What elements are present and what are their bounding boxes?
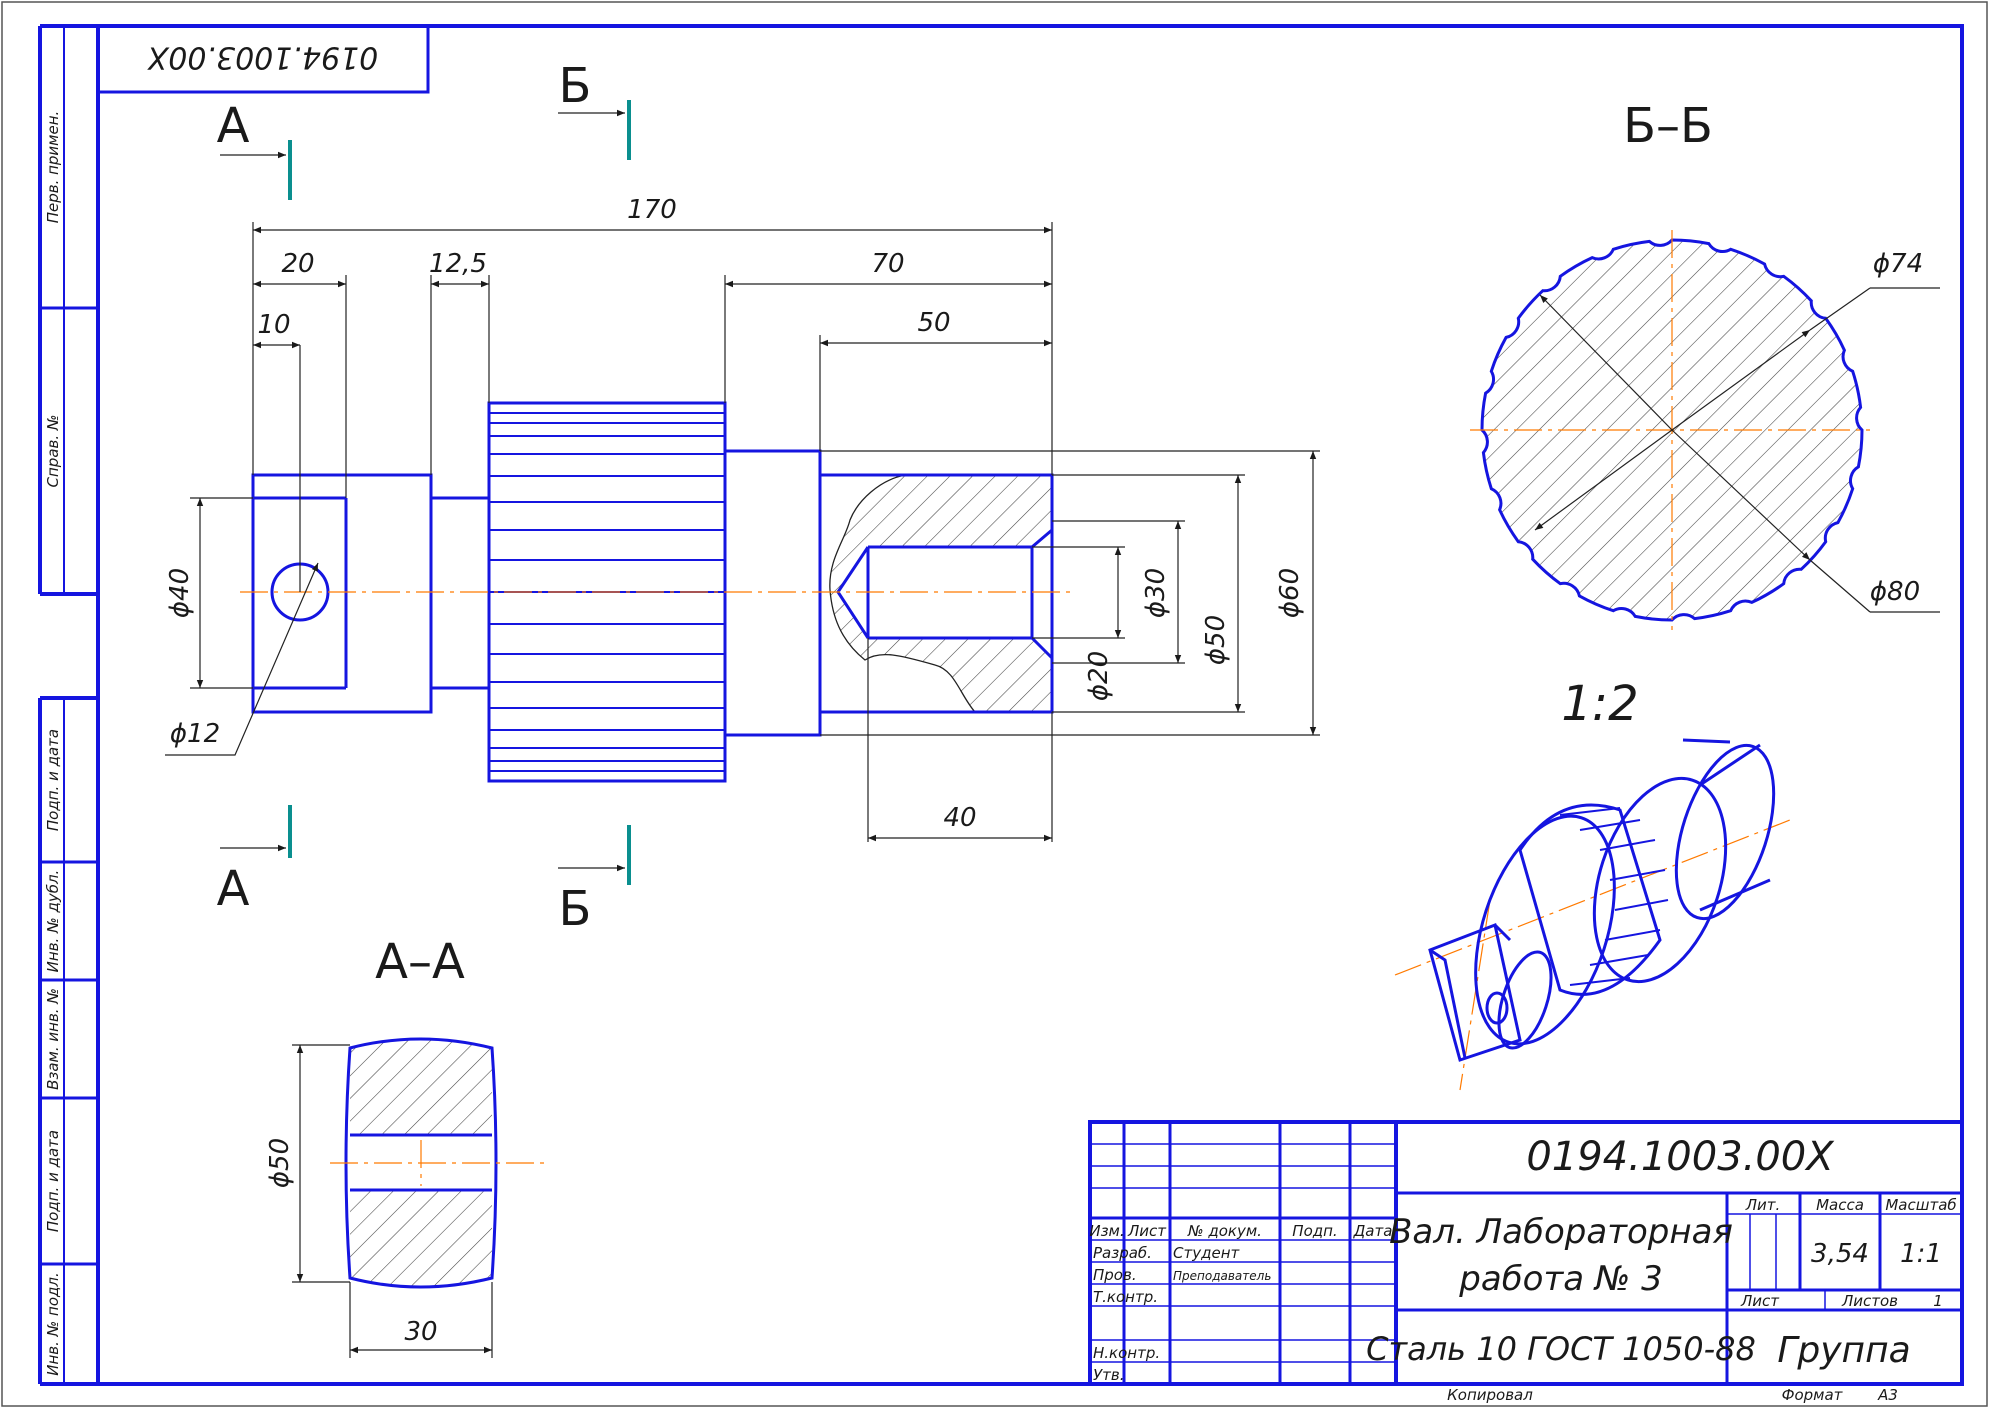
bored-end (818, 473, 1054, 714)
scale-note: 1:2 (1561, 676, 1638, 732)
tb-row-razrab: Разраб. (1093, 1244, 1152, 1262)
dim-170: 170 (627, 195, 677, 225)
bore-cavity (838, 530, 1052, 658)
section-b-b-title: Б–Б (1623, 98, 1713, 154)
title-block: 0194.1003.00X Вал. Лабораторная работа №… (1088, 1120, 1964, 1386)
dim-phi60: ϕ60 (1275, 568, 1305, 618)
tb-listov-value: 1 (1933, 1292, 1943, 1310)
section-a-a-title: А–А (375, 934, 465, 990)
section-b-label-top: Б (559, 58, 592, 114)
isometric-view (1394, 738, 1791, 1091)
tb-col-docum: № докум. (1187, 1222, 1262, 1240)
dim-20: 20 (281, 249, 314, 279)
tb-lit: Лит. (1745, 1196, 1781, 1214)
side-stamps: Перв. примен. Справ. № Подп. и дата Инв.… (44, 111, 62, 1376)
tb-name-line2: работа № 3 (1458, 1259, 1662, 1299)
format-value: А3 (1877, 1386, 1898, 1404)
stamp-inv-dubl: Инв. № дубл. (44, 870, 62, 973)
dim-70: 70 (871, 249, 904, 279)
dim-40: 40 (943, 803, 976, 833)
bb-dim-phi74: ϕ74 (1873, 249, 1923, 279)
tb-col-data: Дата (1353, 1222, 1393, 1240)
stamp-podp-data-1: Подп. и дата (44, 729, 62, 831)
tb-row-nkontr: Н.контр. (1093, 1344, 1160, 1362)
dim-12-5: 12,5 (429, 249, 487, 279)
tb-masshtab-value: 1:1 (1900, 1239, 1942, 1269)
main-view: 170 20 12,5 70 10 50 40 ϕ40 ϕ12 ϕ30 ϕ20 … (165, 58, 1320, 937)
tb-col-izm: Изм. (1089, 1222, 1124, 1240)
tb-material: Сталь 10 ГОСТ 1050-88 (1366, 1330, 1756, 1368)
dim-10: 10 (257, 310, 290, 340)
tb-name-line1: Вал. Лабораторная (1389, 1212, 1733, 1252)
designation-rotated: 0194.1003.00X (146, 40, 378, 75)
stamp-sprav-no: Справ. № (44, 415, 62, 488)
kopiroval-label: Копировал (1447, 1386, 1533, 1404)
tb-massa: Масса (1816, 1196, 1864, 1214)
tb-massa-value: 3,54 (1811, 1239, 1869, 1269)
tb-designation: 0194.1003.00X (1526, 1134, 1835, 1180)
tb-masshtab: Масштаб (1885, 1196, 1956, 1214)
dim-phi40: ϕ40 (165, 568, 195, 618)
stamp-inv-podl: Инв. № подл. (44, 1272, 62, 1375)
stamp-vzam-inv: Взам. инв. № (44, 988, 62, 1090)
tb-razrab-name: Студент (1173, 1244, 1240, 1262)
section-b-b: Б–Б ϕ74 ϕ80 (1470, 98, 1940, 630)
dim-phi30: ϕ30 (1141, 568, 1171, 618)
aa-dim-30: 30 (404, 1317, 437, 1347)
break-line (829, 474, 976, 713)
aa-dim-phi50: ϕ50 (265, 1138, 295, 1188)
neck (429, 496, 491, 690)
dim-phi20: ϕ20 (1084, 651, 1114, 701)
cutting-planes (220, 100, 631, 885)
dim-phi12: ϕ12 (170, 719, 220, 749)
tb-list: Лист (1740, 1292, 1780, 1310)
tb-col-list: Лист (1127, 1222, 1167, 1240)
tb-row-utv: Утв. (1093, 1366, 1125, 1384)
tb-row-tkontr: Т.контр. (1093, 1288, 1158, 1306)
tb-group: Группа (1777, 1330, 1910, 1371)
section-a-label-bottom: А (217, 861, 250, 917)
tb-col-podp: Подп. (1292, 1222, 1337, 1240)
format-label: Формат (1782, 1386, 1844, 1404)
stamp-podp-data-2: Подп. и дата (44, 1130, 62, 1232)
tb-row-prov: Пров. (1093, 1266, 1137, 1284)
dim-50: 50 (917, 308, 950, 338)
section-b-label-bottom: Б (559, 881, 592, 937)
square-end (251, 473, 433, 714)
tb-prov-name: Преподаватель (1173, 1269, 1271, 1283)
tb-listov: Листов (1841, 1292, 1898, 1310)
collar (723, 449, 822, 737)
section-a-label-top: А (217, 98, 250, 154)
stamp-perv-primen: Перв. примен. (44, 111, 62, 224)
dim-phi50: ϕ50 (1201, 615, 1231, 665)
bb-dim-phi80: ϕ80 (1870, 577, 1920, 607)
section-a-a: А–А ϕ50 30 (265, 934, 550, 1358)
